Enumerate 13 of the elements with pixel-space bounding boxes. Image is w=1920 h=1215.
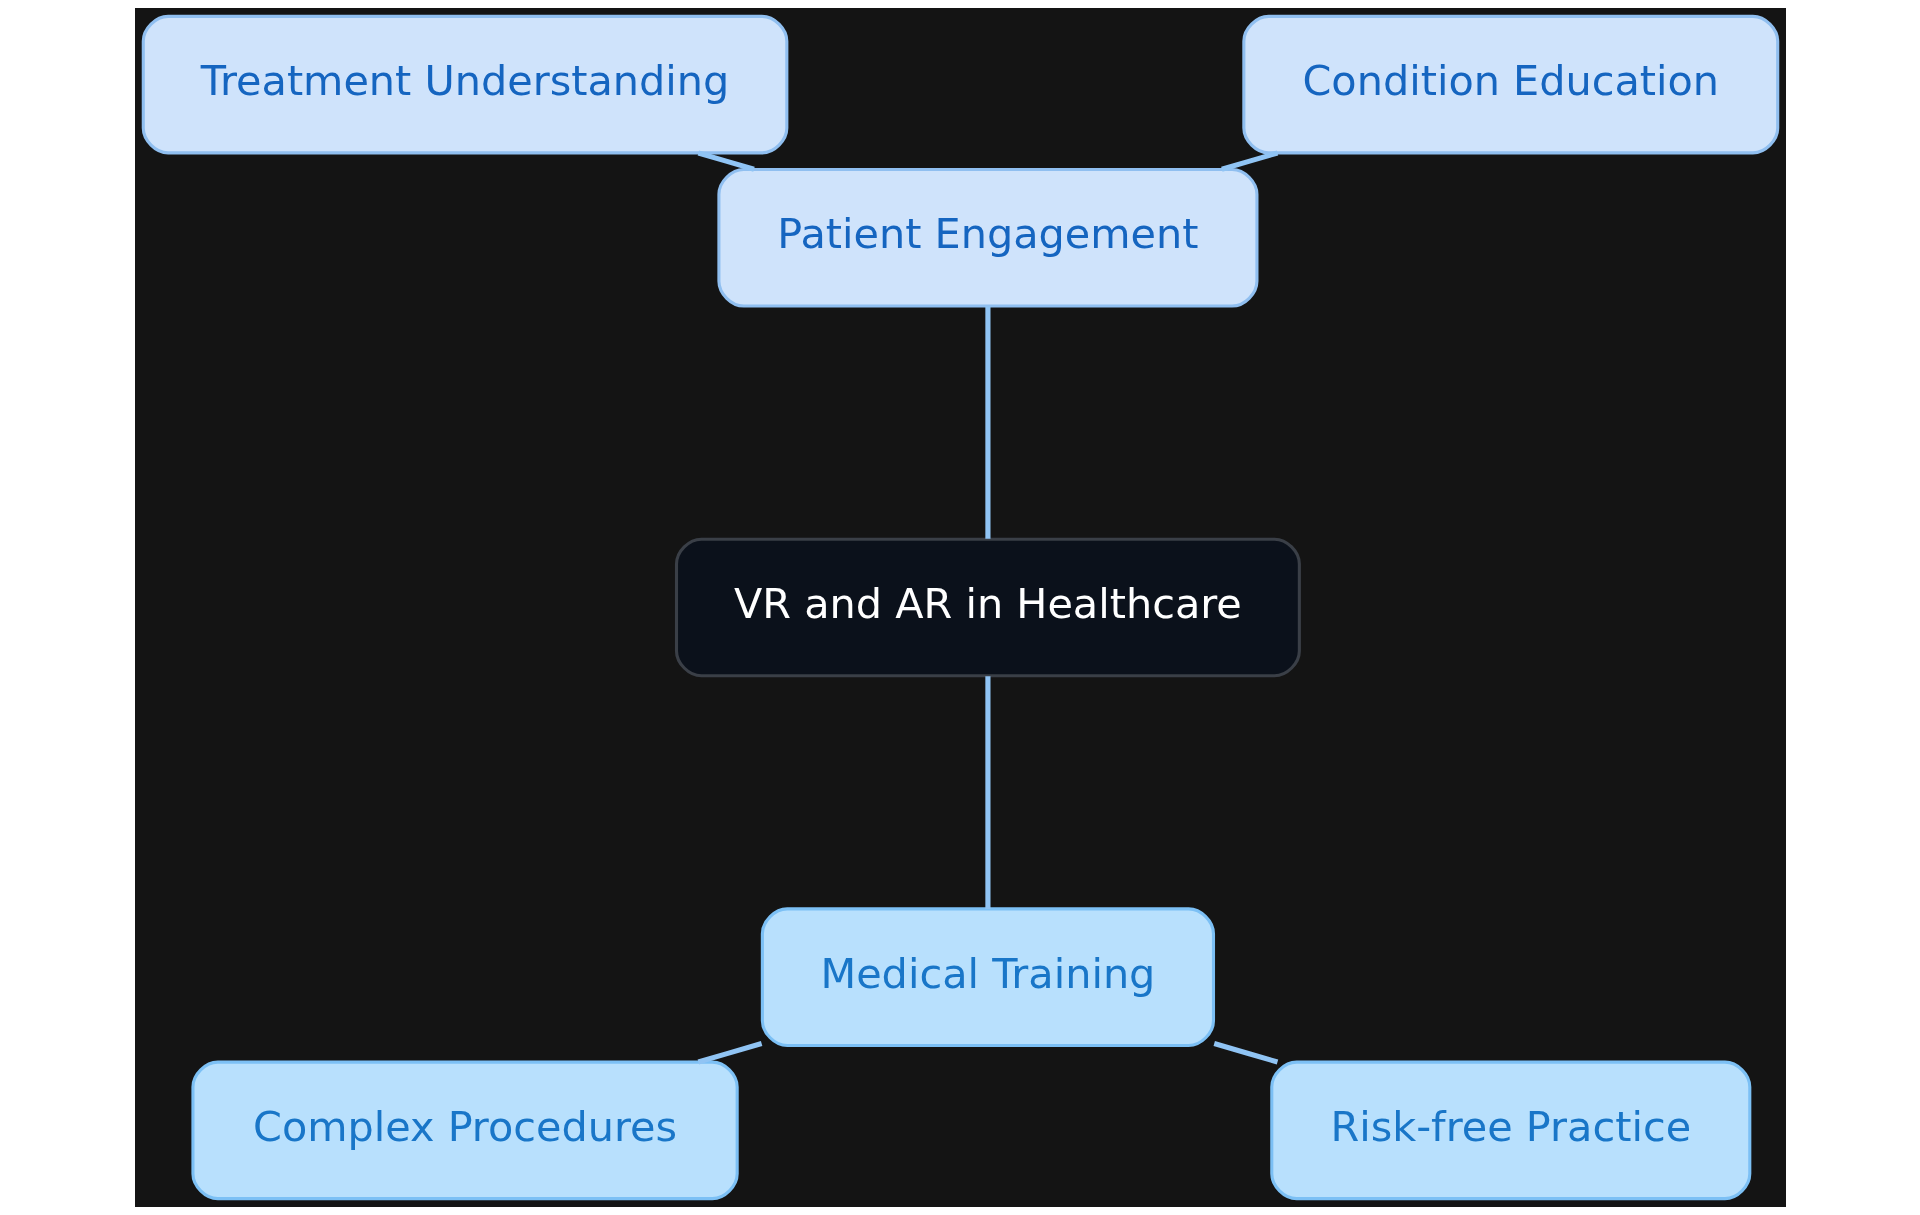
connector — [984, 676, 990, 909]
connector — [1220, 150, 1278, 172]
node-box: Treatment Understanding — [141, 14, 788, 155]
connector — [697, 150, 755, 172]
connector — [697, 1041, 762, 1065]
node-box: Patient Engagement — [716, 167, 1258, 308]
node-box: Condition Education — [1241, 14, 1779, 155]
connector — [1213, 1041, 1278, 1065]
connector — [984, 306, 990, 539]
node-box: Complex Procedures — [190, 1060, 739, 1201]
node-box: Risk-free Practice — [1269, 1060, 1751, 1201]
node-box: VR and AR in Healthcare — [674, 537, 1301, 678]
node-box: Medical Training — [760, 907, 1215, 1048]
